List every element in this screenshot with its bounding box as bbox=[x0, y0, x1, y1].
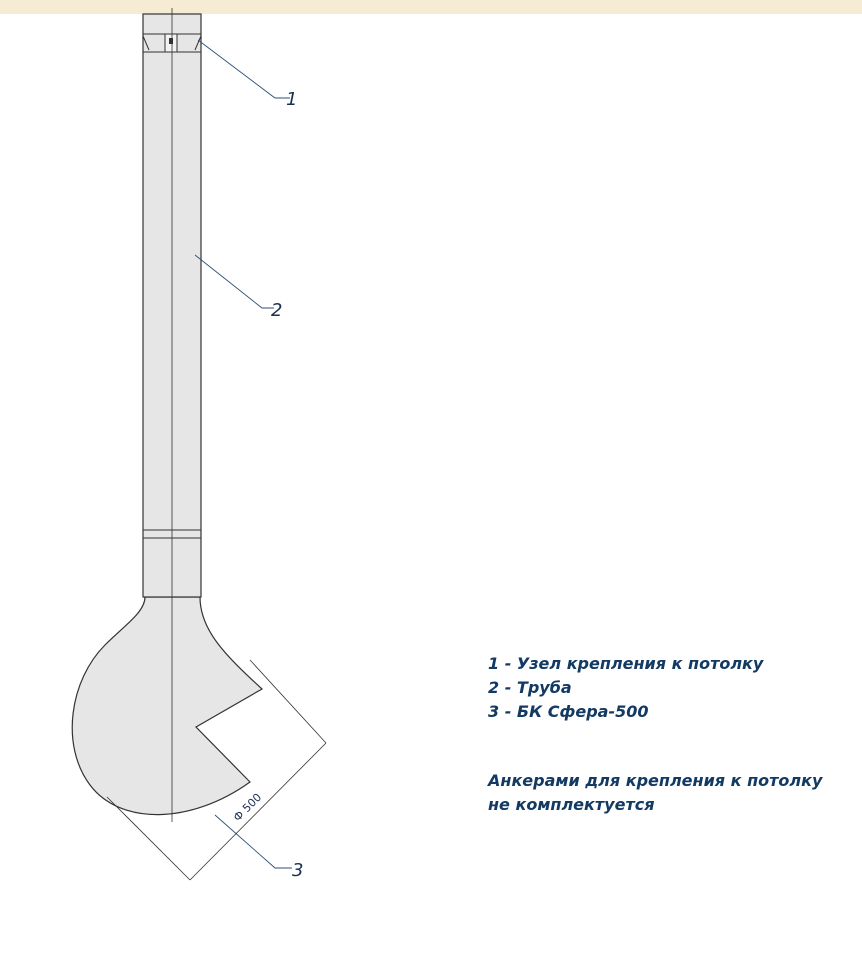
anchor-note-line-2: не комплектуется bbox=[488, 795, 655, 814]
legend-item-mount: 1 - Узел крепления к потолку bbox=[488, 654, 764, 673]
anchor-note: Анкерами для крепления к потолку не комп… bbox=[488, 769, 822, 817]
leader-1 bbox=[197, 39, 290, 99]
callout-1: 1 bbox=[286, 89, 297, 110]
dimension-label: Ф 500 bbox=[231, 791, 264, 824]
dimension-line bbox=[189, 742, 327, 881]
leader-3 bbox=[214, 814, 292, 869]
legend-item-sphere: 3 - БК Сфера-500 bbox=[488, 702, 649, 721]
mount-tab-right bbox=[194, 35, 202, 51]
sphere-body bbox=[71, 596, 264, 816]
leader-2 bbox=[194, 254, 274, 309]
dimension-ext-1 bbox=[249, 659, 327, 744]
top-band bbox=[0, 0, 862, 14]
callout-2: 2 bbox=[271, 300, 282, 321]
callout-3: 3 bbox=[292, 860, 303, 881]
mount-bolt bbox=[169, 38, 173, 44]
anchor-note-line-1: Анкерами для крепления к потолку bbox=[488, 771, 823, 790]
dimension-ext-2 bbox=[106, 796, 191, 881]
legend-item-pipe: 2 - Труба bbox=[488, 678, 572, 697]
mount-tab-left bbox=[142, 35, 150, 51]
legend: 1 - Узел крепления к потолку 2 - Труба 3… bbox=[488, 652, 822, 817]
